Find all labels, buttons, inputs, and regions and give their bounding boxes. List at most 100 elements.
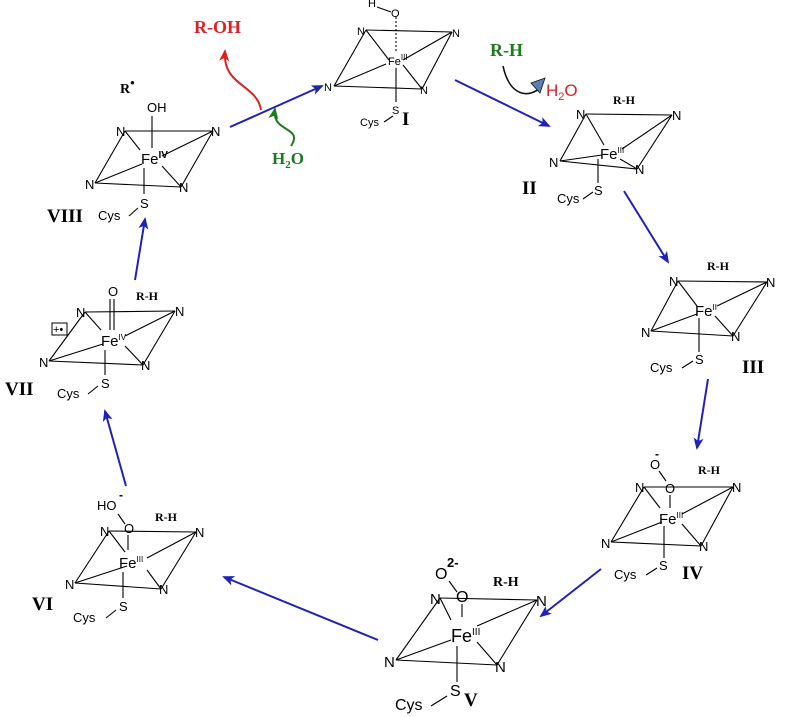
svg-text:S: S bbox=[392, 105, 399, 117]
arrow-ii-to-iii bbox=[623, 190, 670, 264]
svg-text:O: O bbox=[650, 457, 660, 472]
svg-text:O: O bbox=[665, 481, 675, 496]
svg-text:O: O bbox=[456, 589, 468, 606]
metal-label: FeIII bbox=[659, 511, 683, 528]
svg-text:N: N bbox=[576, 107, 585, 122]
svg-text:R-H: R-H bbox=[155, 510, 178, 524]
species-viii: OH R• N N N N FeIV S Cys VIII bbox=[47, 75, 220, 227]
product-release: R-OH bbox=[194, 17, 262, 111]
svg-text:S: S bbox=[594, 183, 603, 198]
svg-text:N: N bbox=[159, 582, 168, 597]
arrow-iii-to-iv bbox=[693, 378, 709, 450]
svg-text:-: - bbox=[655, 447, 659, 461]
svg-text:H: H bbox=[368, 0, 376, 10]
svg-text:Cys: Cys bbox=[73, 610, 96, 625]
arrow-iv-to-v bbox=[539, 568, 602, 618]
svg-text:S: S bbox=[119, 599, 128, 614]
species-label: VII bbox=[5, 379, 34, 400]
product-curved-arrow bbox=[219, 49, 262, 111]
arrow-viii-to-i bbox=[229, 85, 324, 128]
svg-text:Cys: Cys bbox=[98, 208, 121, 223]
water-in-label: H2O bbox=[272, 149, 304, 171]
substrate-in-label: R-H bbox=[490, 40, 523, 60]
species-label: I bbox=[402, 109, 409, 130]
svg-text:N: N bbox=[430, 591, 441, 608]
species-label: II bbox=[522, 178, 537, 199]
svg-text:N: N bbox=[641, 325, 650, 340]
svg-text:N: N bbox=[732, 480, 741, 495]
radical-label: R• bbox=[120, 75, 135, 97]
svg-text:N: N bbox=[672, 108, 681, 123]
svg-text:O: O bbox=[391, 8, 400, 20]
svg-text:R-H: R-H bbox=[698, 463, 721, 477]
svg-text:N: N bbox=[357, 26, 365, 38]
svg-text:N: N bbox=[699, 539, 708, 554]
svg-text:S: S bbox=[450, 683, 461, 700]
metal-label: FeIV bbox=[101, 333, 127, 350]
svg-text:O: O bbox=[124, 521, 134, 536]
svg-text:N: N bbox=[195, 525, 204, 540]
svg-text:N: N bbox=[39, 355, 48, 370]
svg-text:N: N bbox=[324, 82, 332, 94]
metal-label: FeIV bbox=[141, 150, 168, 168]
svg-text:N: N bbox=[100, 524, 109, 539]
svg-text:Cys: Cys bbox=[650, 360, 673, 375]
svg-text:S: S bbox=[140, 196, 149, 211]
species-v: O 2- O R-H N N N N FeIII S Cys V bbox=[384, 555, 547, 714]
species-iv: O - O R-H N N N N FeIII S Cys IV bbox=[601, 447, 741, 584]
svg-text:HO: HO bbox=[97, 498, 117, 513]
svg-text:R-H: R-H bbox=[613, 93, 636, 107]
water-curved-arrow bbox=[268, 107, 295, 147]
svg-text:N: N bbox=[766, 275, 775, 290]
svg-text:N: N bbox=[420, 85, 428, 97]
svg-text:N: N bbox=[495, 659, 506, 676]
product-label: R-OH bbox=[194, 17, 241, 37]
arrow-i-to-ii bbox=[454, 79, 551, 127]
svg-text:N: N bbox=[116, 124, 125, 139]
svg-text:R-H: R-H bbox=[707, 259, 730, 273]
svg-text:R-H: R-H bbox=[136, 289, 159, 303]
species-ii: R-H N N N N FeIII S Cys II bbox=[522, 93, 681, 206]
substrate-binding: R-H H2O bbox=[490, 40, 578, 103]
water-release-arrowhead bbox=[530, 77, 546, 94]
svg-text:Cys: Cys bbox=[557, 191, 580, 206]
svg-text:N: N bbox=[549, 155, 558, 170]
species-label: V bbox=[464, 690, 478, 711]
svg-text:N: N bbox=[384, 654, 395, 671]
arrow-vii-to-viii bbox=[134, 217, 149, 281]
svg-text:N: N bbox=[211, 124, 220, 139]
svg-text:O: O bbox=[435, 566, 447, 583]
substrate-curved-arrow bbox=[502, 65, 542, 95]
svg-text:R-H: R-H bbox=[493, 575, 519, 590]
svg-text:2-: 2- bbox=[447, 555, 459, 570]
svg-text:-: - bbox=[119, 488, 123, 502]
water-out-label: H2O bbox=[546, 81, 578, 103]
svg-text:N: N bbox=[76, 305, 85, 320]
metal-label: FeIII bbox=[451, 626, 480, 646]
species-label: III bbox=[742, 357, 764, 378]
arrow-v-to-vi bbox=[222, 576, 379, 641]
svg-text:N: N bbox=[731, 329, 740, 344]
cycle-arrows bbox=[102, 79, 709, 641]
svg-text:N: N bbox=[175, 304, 184, 319]
svg-text:OH: OH bbox=[147, 100, 167, 115]
svg-text:S: S bbox=[101, 376, 110, 391]
svg-text:S: S bbox=[695, 352, 704, 367]
species-label: IV bbox=[682, 563, 703, 584]
water-binding: H2O bbox=[268, 107, 304, 171]
svg-text:N: N bbox=[141, 358, 150, 373]
species-label: VI bbox=[32, 594, 53, 615]
species-label: VIII bbox=[47, 206, 83, 227]
svg-text:N: N bbox=[536, 593, 547, 610]
svg-text:Cys: Cys bbox=[360, 117, 379, 129]
svg-text:Cys: Cys bbox=[395, 697, 423, 714]
svg-text:O: O bbox=[108, 284, 118, 299]
svg-text:N: N bbox=[601, 536, 610, 551]
svg-text:N: N bbox=[635, 480, 644, 495]
species-iii: R-H N N N N FeII S Cys III bbox=[641, 259, 775, 378]
arrow-vi-to-vii bbox=[102, 409, 127, 487]
svg-text:N: N bbox=[85, 177, 94, 192]
species-vi: HO - O R-H N N N N FeIII S Cys VI bbox=[32, 488, 204, 625]
svg-text:N: N bbox=[179, 180, 188, 195]
